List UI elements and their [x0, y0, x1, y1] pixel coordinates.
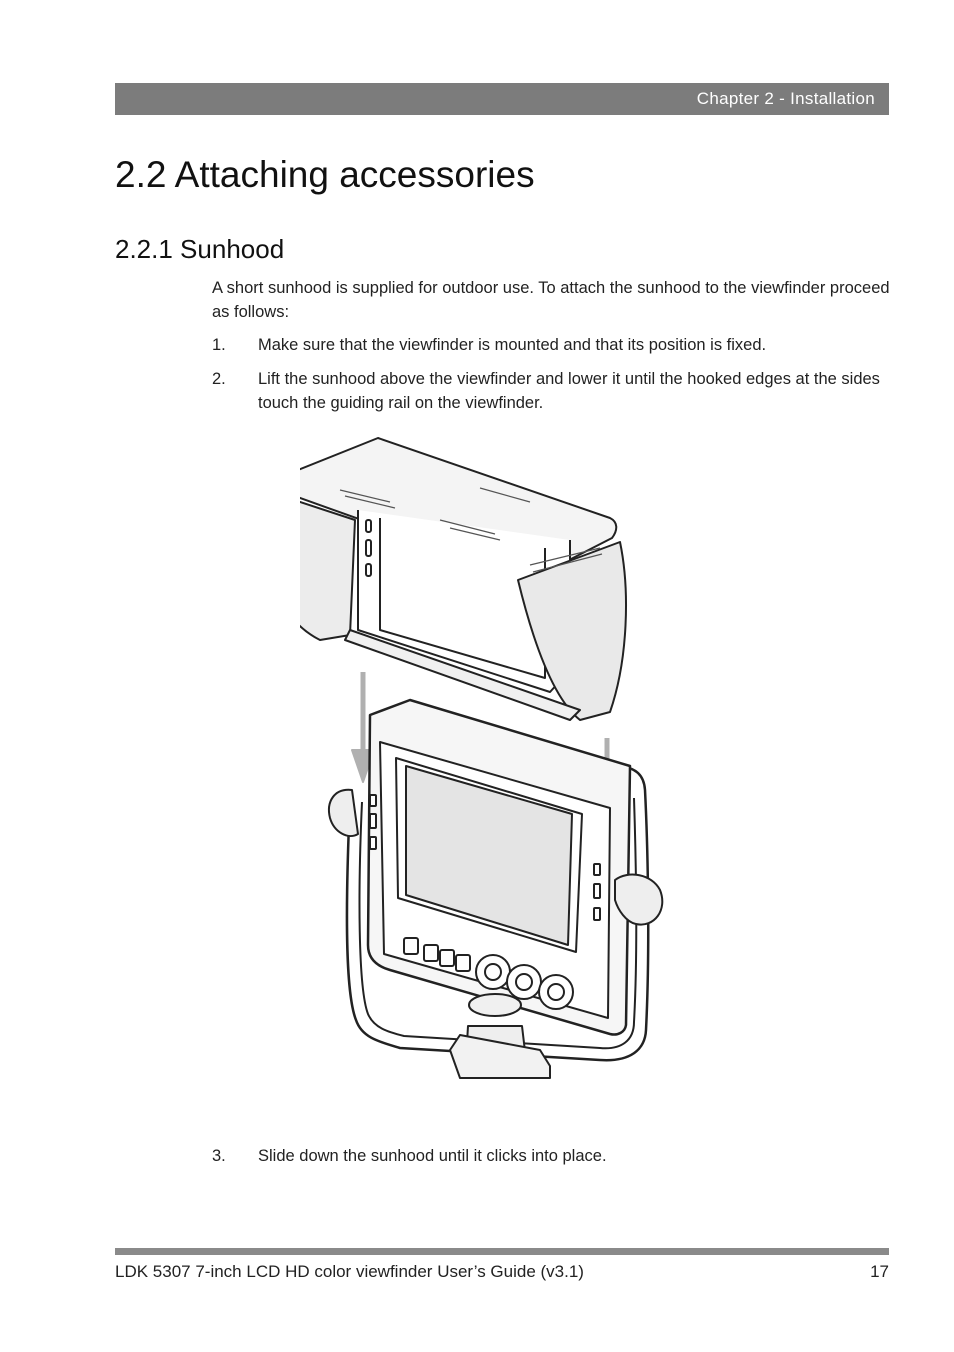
step-number: 3. [212, 1147, 226, 1165]
subsection-heading: 2.2.1 Sunhood [115, 234, 285, 264]
step-text: Make sure that the viewfinder is mounted… [258, 336, 767, 354]
sunhood-attachment-illustration [300, 437, 664, 1079]
step-number: 2. [212, 370, 226, 388]
footer-rule [115, 1248, 889, 1255]
viewfinder-drawing [328, 698, 664, 1079]
step-number: 1. [212, 336, 226, 354]
sunhood-drawing [300, 437, 627, 721]
footer-document-title: LDK 5307 7-inch LCD HD color viewfinder … [115, 1262, 584, 1281]
step-text: Lift the sunhood above the viewfinder an… [258, 370, 880, 412]
section-heading: 2.2 Attaching accessories [115, 154, 535, 195]
chapter-title: Chapter 2 - Installation [696, 89, 875, 108]
page-number: 17 [870, 1262, 889, 1281]
step-text: Slide down the sunhood until it clicks i… [258, 1147, 607, 1165]
chapter-header-bar: Chapter 2 - Installation [115, 83, 889, 115]
intro-paragraph: A short sunhood is supplied for outdoor … [212, 279, 890, 321]
